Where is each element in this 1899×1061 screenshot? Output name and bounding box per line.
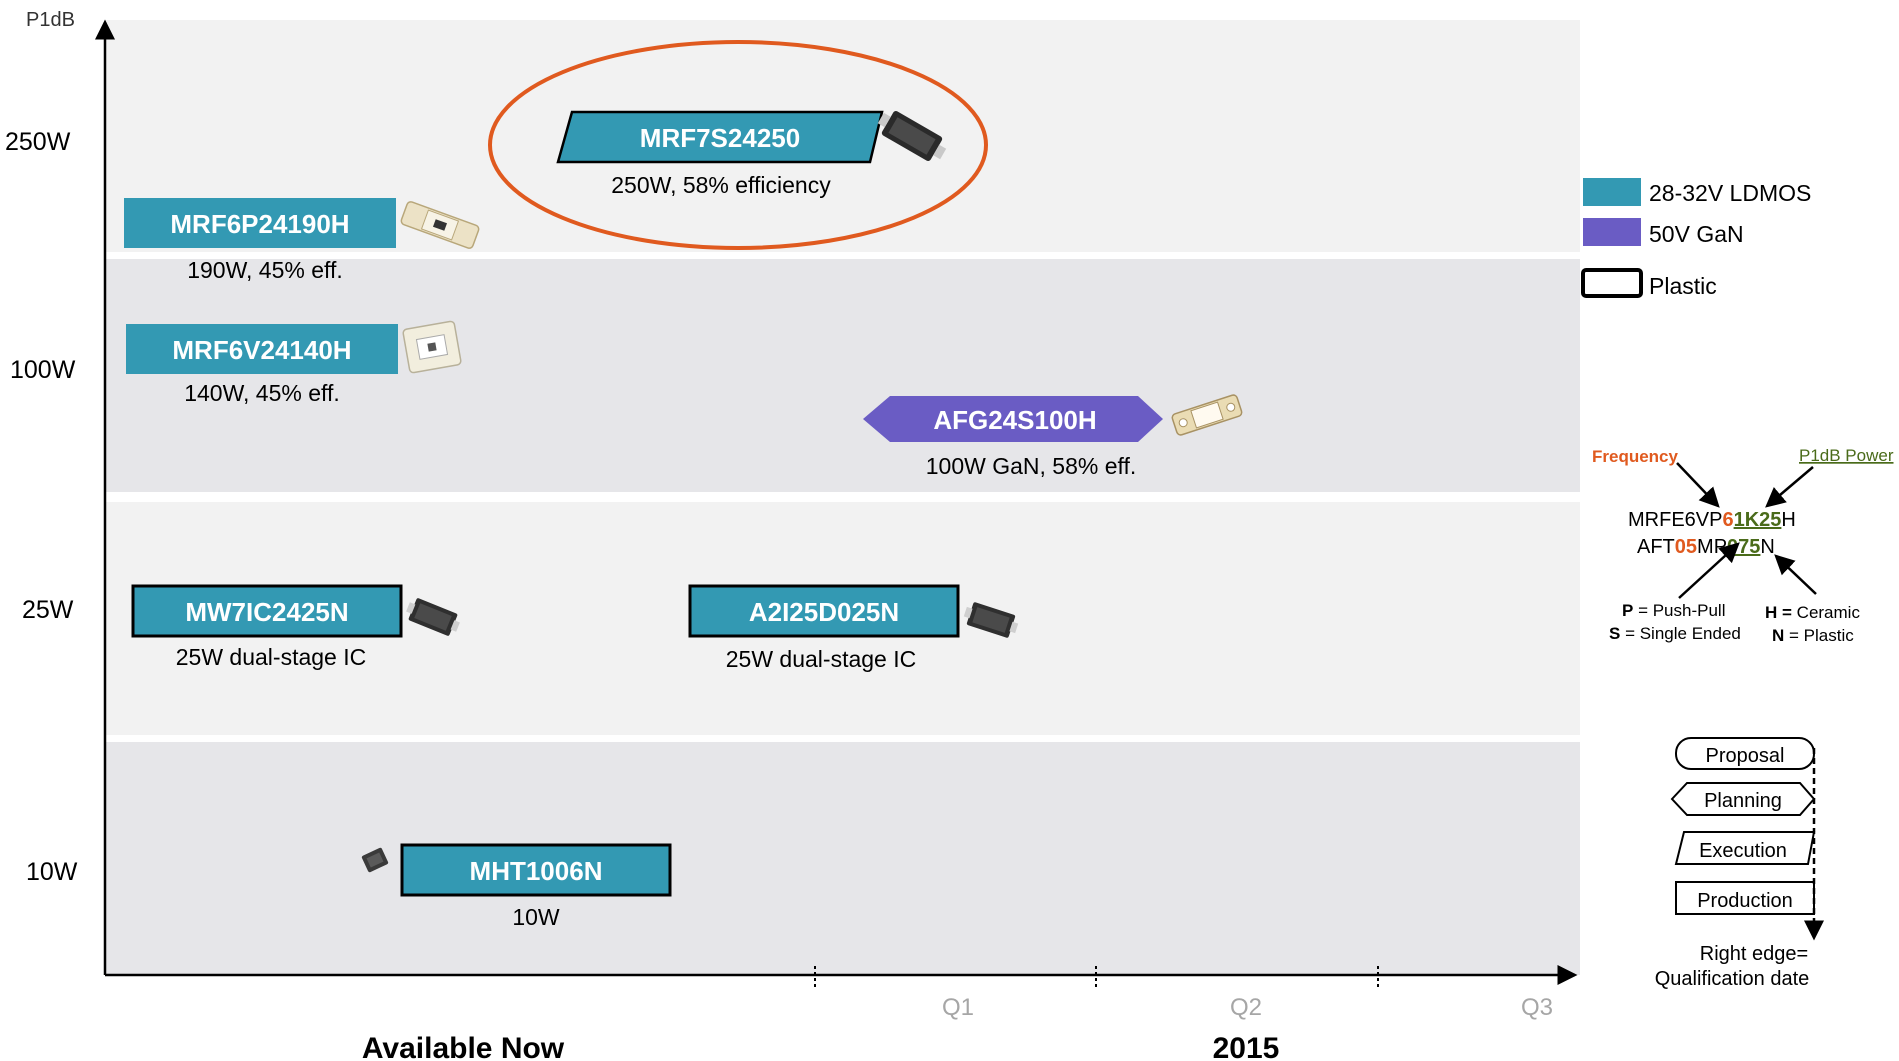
plastic-package-icon [406,598,460,636]
product-desc: 100W GaN, 58% eff. [926,453,1137,479]
plastic-package-icon [877,110,947,162]
product-name: MHT1006N [470,856,603,886]
power-arrow [1765,466,1814,508]
product-a2i25d025n[interactable]: A2I25D025N 25W dual-stage IC [688,584,960,672]
product-mht1006n[interactable]: MHT1006N 10W [400,843,672,930]
legend-label-ldmos: 28-32V LDMOS [1649,180,1811,206]
legend-label-plastic: Plastic [1649,273,1717,299]
highlight-ring [488,40,988,250]
product-name: MW7IC2425N [185,597,348,627]
product-bar [688,584,960,638]
product-name: A2I25D025N [749,597,899,627]
product-bar [126,324,398,374]
qualification-date-note: Qualification date [1655,968,1810,990]
y-tick-25w: 25W [22,596,74,624]
flange-package-icon [400,201,480,249]
naming-convention: Frequency P1dB Power MRFE6VP61K25H AFT05… [1592,446,1894,645]
product-desc: 10W [512,904,560,930]
legend-label-gan: 50V GaN [1649,221,1744,247]
frequency-arrow [1676,462,1720,508]
product-bar [124,198,396,248]
band-10w [105,742,1580,975]
legend-swatch-gan [1583,218,1641,246]
product-mrf6p24190h[interactable]: MRF6P24190H 190W, 45% eff. [124,198,396,283]
product-mw7ic2425n[interactable]: MW7IC2425N 25W dual-stage IC [131,584,403,670]
product-bar [556,110,884,164]
product-mrf7s24250[interactable]: MRF7S24250 250W, 58% efficiency [556,110,884,198]
product-name: MRF6P24190H [170,209,349,239]
stage-production-label: Production [1697,890,1793,912]
flange-package-icon [1171,394,1243,436]
product-name: MRF7S24250 [640,123,800,153]
stage-proposal-label: Proposal [1706,745,1785,767]
single-ended-key: S = Single Ended [1609,624,1741,643]
quarter-label-q1: Q1 [942,994,974,1021]
legend-swatch-ldmos [1583,178,1641,206]
y-tick-10w: 10W [26,858,78,886]
quarter-label-q3: Q3 [1521,994,1553,1021]
product-name: AFG24S100H [933,405,1096,435]
ceramic-key: H = Ceramic [1765,603,1860,622]
product-desc: 25W dual-stage IC [726,646,916,672]
year-2015-label: 2015 [1213,1032,1280,1061]
stage-execution-shape [1674,831,1816,865]
legend-swatch-plastic [1581,268,1643,298]
product-afg24s100h[interactable]: AFG24S100H 100W GaN, 58% eff. [863,396,1163,479]
plastic-package-icon [963,602,1019,638]
product-bar [863,396,1163,442]
legend: 28-32V LDMOS 50V GaN Plastic [1581,178,1811,299]
stage-execution-label: Execution [1699,840,1787,862]
product-desc: 140W, 45% eff. [184,380,340,406]
frequency-label: Frequency [1592,447,1679,466]
product-name: MRF6V24140H [172,335,351,365]
package-arrow [1774,554,1817,595]
stage-legend: Proposal Planning Execution Production R… [1655,737,1824,990]
config-arrow [1678,542,1740,599]
product-desc: 250W, 58% efficiency [611,172,831,198]
plastic-key: N = Plastic [1772,626,1854,645]
available-now-label: Available Now [362,1032,565,1061]
product-bar [131,584,403,638]
push-pull-key: P = Push-Pull [1622,601,1725,620]
product-mrf6v24140h[interactable]: MRF6V24140H 140W, 45% eff. [126,324,398,406]
product-desc: 25W dual-stage IC [176,644,366,670]
plastic-package-icon [361,847,389,873]
flange-package-icon [402,320,462,374]
y-tick-100w: 100W [10,356,76,384]
right-edge-note: Right edge= [1700,943,1808,965]
y-axis-label: P1dB [26,9,75,31]
stage-planning-label: Planning [1704,790,1782,812]
band-100w [105,259,1580,492]
product-bar [400,843,672,897]
naming-example-plastic: AFT05MP075N [1637,536,1775,558]
y-tick-250w: 250W [5,128,71,156]
p1db-power-label: P1dB Power [1799,446,1894,465]
product-desc: 190W, 45% eff. [187,257,343,283]
naming-example-ceramic: MRFE6VP61K25H [1628,509,1796,531]
quarter-label-q2: Q2 [1230,994,1262,1021]
